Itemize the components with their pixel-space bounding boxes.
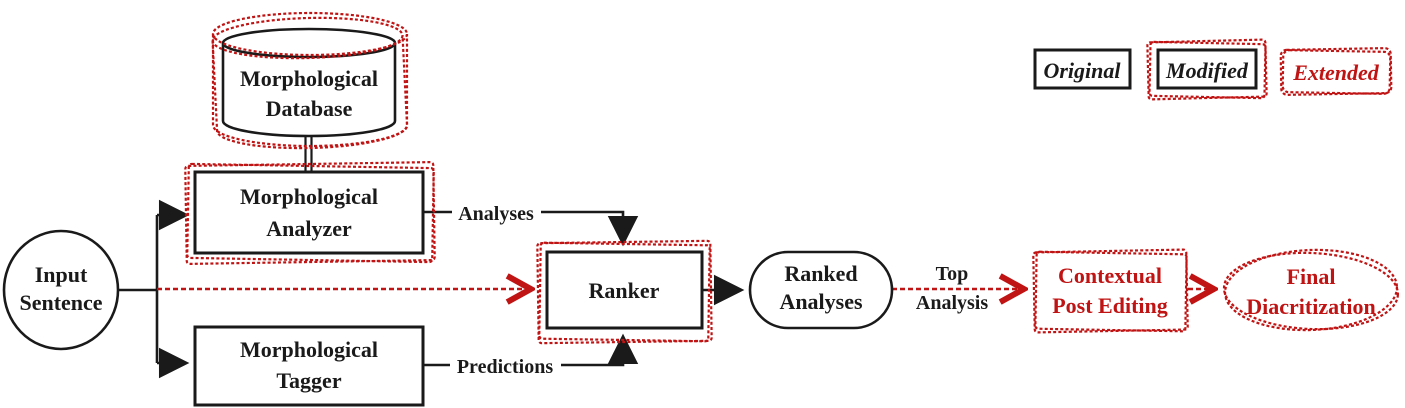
tagger-box [193, 325, 425, 407]
legend-modified-box [1156, 48, 1258, 90]
legend-extended-sketch-outline [1279, 47, 1393, 96]
database-sketch-outline [211, 11, 409, 150]
legend-extended-label: Extended [1292, 60, 1380, 85]
analyzer-label-2: Analyzer [266, 216, 352, 241]
top-analysis-edge-label-2: Analysis [916, 292, 988, 314]
cpe-label-1: Contextual [1058, 263, 1162, 288]
edge-predictions-to-ranker-arrow [561, 333, 639, 367]
legend-modified-label: Modified [1165, 58, 1249, 83]
tagger-label-1: Morphological [240, 337, 378, 362]
ranked-analyses-label-1: Ranked [784, 261, 857, 286]
edge-analyses-to-ranker-arrow [541, 210, 639, 247]
analyses-edge-label: Analyses [458, 203, 534, 225]
legend-original-box [1033, 48, 1132, 90]
database-label-1: Morphological [240, 66, 378, 91]
input-sentence-label-1: Input [35, 262, 88, 287]
database-label-2: Database [266, 96, 353, 121]
legend-modified-sketch-outline [1146, 38, 1268, 101]
cpe-sketch-outline [1032, 248, 1189, 334]
node-morphological-analyzer: Morphological Analyzer [184, 161, 436, 265]
node-ranker: Ranker [536, 239, 713, 345]
node-input-sentence: Input Sentence [2, 229, 120, 351]
database-cylinder-top [221, 27, 397, 59]
analyzer-label-1: Morphological [240, 184, 378, 209]
analyzer-box [193, 170, 425, 255]
node-morphological-tagger: Morphological Tagger [193, 325, 425, 407]
final-label-1: Final [1287, 264, 1336, 289]
node-final-diacritization: Final Diacritization [1222, 248, 1399, 332]
final-label-2: Diacritization [1246, 294, 1376, 319]
legend-original-label: Original [1043, 58, 1121, 83]
analyzer-sketch-outline [184, 161, 436, 265]
legend-extended: Extended [1279, 47, 1393, 96]
edge-labels: Analyses Predictions Top Analysis [457, 203, 988, 378]
predictions-edge-label: Predictions [457, 356, 554, 378]
node-ranked-analyses: Ranked Analyses [748, 250, 894, 330]
final-sketch-outline [1222, 248, 1399, 332]
input-sentence-label-2: Sentence [19, 290, 102, 315]
ranked-analyses-shape [748, 250, 894, 330]
legend: Original Modified Extended [1033, 38, 1393, 101]
legend-modified: Modified [1146, 38, 1268, 101]
database-cylinder-body [221, 43, 397, 138]
legend-original: Original [1033, 48, 1132, 90]
node-contextual-post-editing: Contextual Post Editing [1032, 248, 1189, 334]
ranker-box [545, 250, 704, 330]
input-sentence-ellipse [2, 229, 120, 351]
ranked-analyses-label-2: Analyses [779, 289, 863, 314]
ranker-sketch-outline [536, 239, 713, 345]
top-analysis-edge-label-1: Top [936, 263, 969, 285]
ranker-label: Ranker [589, 278, 660, 303]
node-morphological-database: Morphological Database [211, 11, 409, 150]
tagger-label-2: Tagger [276, 368, 341, 393]
cpe-label-2: Post Editing [1052, 293, 1168, 318]
